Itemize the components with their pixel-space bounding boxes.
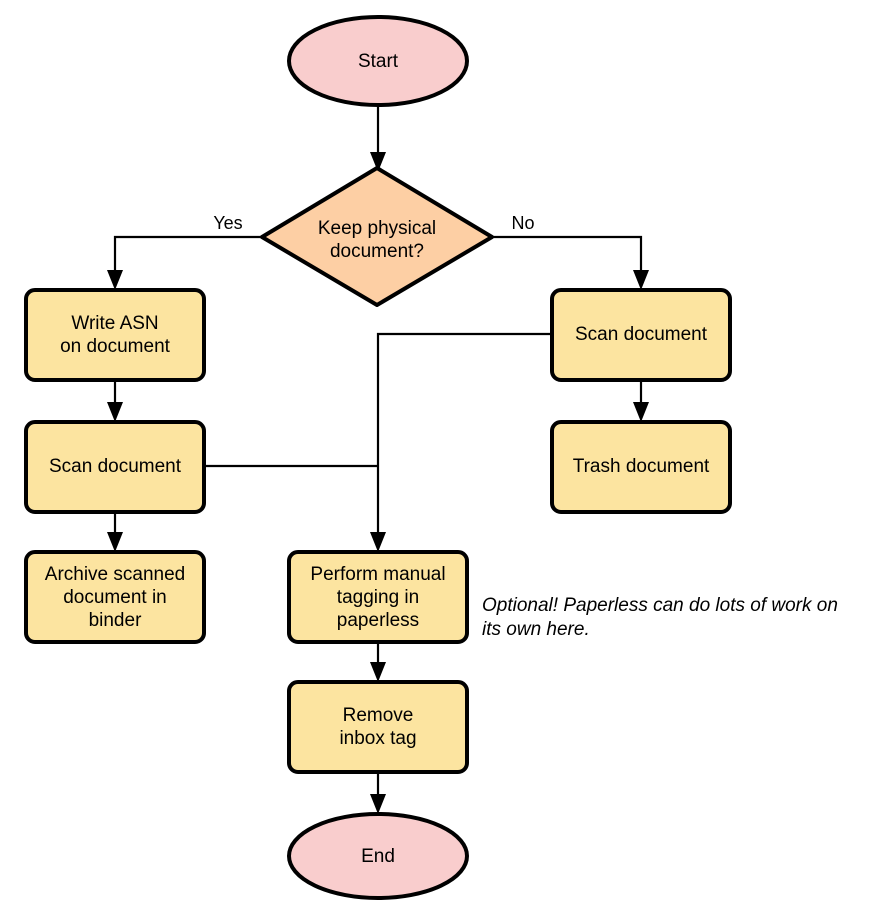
end-oval-shape <box>287 812 469 900</box>
edge-scan-right-to-trash <box>633 380 649 422</box>
archive-box-shape <box>24 550 206 644</box>
arrowhead-icon <box>370 152 386 172</box>
node-remove-inbox-tag[interactable]: Remove inbox tag <box>287 680 469 774</box>
archive-label-line3: binder <box>89 610 142 631</box>
manual-tagging-label-line2: tagging in <box>337 587 419 608</box>
write-asn-label-line2: on document <box>60 336 171 357</box>
edge-remove-inbox-to-end <box>370 772 386 814</box>
write-asn-box-shape <box>24 288 206 382</box>
node-start[interactable]: Start <box>287 15 469 107</box>
manual-tagging-box-shape <box>287 550 469 644</box>
optional-note-line1: Optional! Paperless can do lots of work … <box>482 595 838 616</box>
decision-diamond-shape <box>260 166 494 307</box>
manual-tagging-label-line3: paperless <box>337 610 419 631</box>
start-oval-shape <box>287 15 469 107</box>
arrowhead-icon <box>370 662 386 682</box>
edge-line <box>113 235 262 278</box>
arrowhead-icon <box>633 270 649 290</box>
edge-manual-tagging-to-remove-inbox <box>370 642 386 682</box>
remove-inbox-box-shape <box>287 680 469 774</box>
scan-left-label: Scan document <box>49 456 182 477</box>
edge-scan-right-to-manual-tagging <box>370 332 552 552</box>
edge-line <box>492 235 643 278</box>
decision-label-line1: Keep physical <box>318 218 436 239</box>
archive-label-line2: document in <box>63 587 167 608</box>
node-write-asn[interactable]: Write ASN on document <box>24 288 206 382</box>
edge-scan-left-to-archive <box>107 512 123 552</box>
trash-label: Trash document <box>573 456 710 477</box>
remove-inbox-label-line1: Remove <box>343 705 414 726</box>
edge-start-to-decision <box>370 100 386 172</box>
arrowhead-icon <box>370 532 386 552</box>
edge-label-no: No <box>511 213 534 233</box>
trash-box-shape <box>550 420 732 514</box>
node-scan-document-left[interactable]: Scan document <box>24 420 206 514</box>
optional-note-line2: its own here. <box>482 619 590 640</box>
manual-tagging-label-line1: Perform manual <box>310 564 445 585</box>
start-label: Start <box>358 51 399 72</box>
edge-label-yes: Yes <box>213 213 242 233</box>
node-scan-document-right[interactable]: Scan document <box>550 288 732 382</box>
node-decision-keep-physical-document[interactable]: Keep physical document? <box>260 166 494 307</box>
annotation-optional-note: Optional! Paperless can do lots of work … <box>482 595 838 640</box>
remove-inbox-label-line2: inbox tag <box>339 728 416 749</box>
scan-right-label: Scan document <box>575 324 708 345</box>
edge-decision-yes-to-write-asn <box>107 235 262 290</box>
node-archive-scanned-document[interactable]: Archive scanned document in binder <box>24 550 206 644</box>
arrowhead-icon <box>107 532 123 552</box>
arrowhead-icon <box>633 402 649 422</box>
write-asn-label-line1: Write ASN <box>71 313 158 334</box>
edge-decision-no-to-scan-right <box>492 235 649 290</box>
node-trash-document[interactable]: Trash document <box>550 420 732 514</box>
node-end[interactable]: End <box>287 812 469 900</box>
arrowhead-icon <box>107 270 123 290</box>
edge-write-asn-to-scan-left <box>107 380 123 422</box>
arrowhead-icon <box>370 794 386 814</box>
node-perform-manual-tagging[interactable]: Perform manual tagging in paperless <box>287 550 469 644</box>
decision-label-line2: document? <box>330 241 424 262</box>
end-label: End <box>361 846 395 867</box>
arrowhead-icon <box>107 402 123 422</box>
edge-line <box>376 332 552 540</box>
scan-left-box-shape <box>24 420 206 514</box>
archive-label-line1: Archive scanned <box>45 564 185 585</box>
scan-right-box-shape <box>550 288 732 382</box>
